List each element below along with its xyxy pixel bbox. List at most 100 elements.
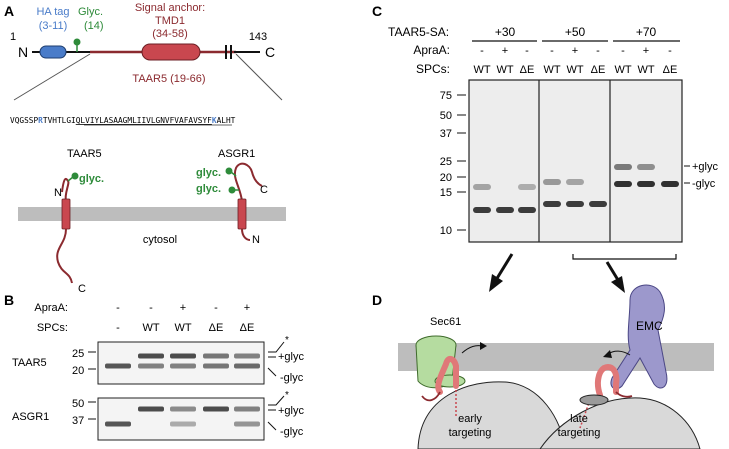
- c-apra-value: -: [596, 45, 600, 57]
- b-lane-value: ΔE: [240, 322, 255, 334]
- c-spc-value: WT: [473, 64, 490, 76]
- asgr1-topology-label: ASGR1: [218, 148, 255, 160]
- late-tunnel-exit: [579, 394, 609, 406]
- seq-prefix: VQGSSP: [10, 116, 38, 125]
- gel-band: [543, 179, 561, 185]
- taar5-fragment-label: TAAR5 (19-66): [132, 73, 205, 85]
- c-marker-label: 20: [440, 172, 452, 184]
- residue-1-label: 1: [10, 31, 16, 43]
- asgr1-deglyc-pointer: [267, 421, 277, 431]
- cytosol-label: cytosol: [143, 234, 177, 246]
- blot-band: [234, 353, 260, 359]
- n-terminus-label: N: [18, 44, 28, 60]
- asgr1-blot-label: ASGR1: [12, 411, 49, 423]
- c-gel: [468, 79, 683, 243]
- blot-band: [138, 363, 164, 369]
- blot-band: [105, 421, 131, 427]
- c-spc-value: WT: [543, 64, 560, 76]
- c-apra-value: +: [643, 45, 649, 57]
- tmd1-label: TMD1: [155, 15, 185, 27]
- gel-band: [566, 179, 584, 185]
- c-apra-value: -: [668, 45, 672, 57]
- blot-band: [203, 406, 229, 412]
- blot-band: [234, 406, 260, 412]
- blot-b-bands: [105, 353, 260, 427]
- seq-suffix: ALHT: [217, 116, 236, 125]
- gel-band: [473, 184, 491, 190]
- panel-d-label: D: [372, 292, 382, 308]
- c-marker-label: 50: [440, 110, 452, 122]
- c-plus-glyc: +glyc: [692, 161, 718, 173]
- asgr1-ctail: [233, 162, 263, 202]
- c-terminus-label: C: [265, 44, 275, 60]
- b-lane-value: ΔE: [209, 322, 224, 334]
- c-spc-value: WT: [614, 64, 631, 76]
- ha-tag-box: [39, 45, 67, 59]
- blot-band: [138, 406, 164, 412]
- gel-band: [637, 181, 655, 187]
- taar5-star: *: [285, 335, 289, 346]
- glyc-label: Glyc.: [78, 6, 103, 18]
- arrow-early-icon: [489, 274, 503, 292]
- asgr1-star: *: [285, 390, 289, 401]
- late-label-1: late: [570, 413, 588, 425]
- c-spc-value: ΔE: [520, 64, 535, 76]
- seq-mid: TVHTLGI: [43, 116, 76, 125]
- asgr1-minus-glyc: -glyc: [280, 426, 304, 438]
- b-row-label: SPCs:: [37, 322, 68, 334]
- c-marker-label: 10: [440, 225, 452, 237]
- gel-band: [518, 184, 536, 190]
- late-nascent-chain: [615, 391, 633, 398]
- blot-band: [138, 353, 164, 359]
- asgr1-blot: [97, 397, 265, 441]
- arrow-early-shaft: [494, 253, 514, 281]
- blot-band: [234, 421, 260, 427]
- zoom-line-right: [235, 53, 283, 101]
- taar5-glyc-icon: [71, 172, 79, 180]
- b-row-label: ApraA:: [34, 302, 68, 314]
- taar5-minus-glyc: -glyc: [280, 372, 304, 384]
- c-minus-glyc: -glyc: [692, 178, 716, 190]
- seq-charged-1: R: [38, 116, 43, 125]
- c-bands: [473, 164, 679, 213]
- gel-band: [473, 207, 491, 213]
- taar5-sequence: VQGSSPRTVHTLGIQLVIYLASAAGMLIIVLGNVFVAFAV…: [10, 116, 236, 125]
- asgr1-ntail: [241, 228, 251, 241]
- taar5-blot: [97, 341, 265, 385]
- gel-band: [543, 201, 561, 207]
- late-ribosome: [539, 397, 701, 449]
- arrow-late-shaft: [605, 261, 620, 281]
- zoom-line-left: [13, 53, 91, 101]
- ha-tag-range: (3-11): [39, 20, 68, 32]
- blot-band: [203, 363, 229, 369]
- glyc-site-icon: [73, 38, 81, 46]
- blot-band: [170, 353, 196, 359]
- c-apra-value: -: [621, 45, 625, 57]
- group-70: +70: [636, 25, 657, 39]
- b-lane-value: WT: [142, 322, 159, 334]
- c-spc-value: ΔE: [591, 64, 606, 76]
- c-spc-label: SPCs:: [416, 62, 450, 76]
- c-marker-label: 15: [440, 187, 452, 199]
- asgr1-marker-37: 37: [72, 415, 84, 427]
- late-bracket: [572, 254, 677, 260]
- taar5-n-label: N: [54, 187, 62, 199]
- c-apra-label: ApraA:: [413, 43, 450, 57]
- blot-band: [170, 406, 196, 412]
- gel-band: [518, 207, 536, 213]
- signal-anchor-label: Signal anchor:: [135, 2, 205, 14]
- early-nascent-tmd: [435, 356, 459, 395]
- early-label-2: targeting: [449, 427, 492, 439]
- b-lane-value: WT: [174, 322, 191, 334]
- taar5-marker-25: 25: [72, 348, 84, 360]
- late-nascent-tmd: [594, 364, 620, 398]
- blot-band: [170, 363, 196, 369]
- b-lane-value: -: [214, 302, 218, 314]
- asgr1-c-label: C: [260, 184, 268, 196]
- asgr1-glyc2-label: glyc.: [196, 183, 221, 195]
- emc-label: EMC: [636, 319, 663, 333]
- gel-band: [614, 181, 632, 187]
